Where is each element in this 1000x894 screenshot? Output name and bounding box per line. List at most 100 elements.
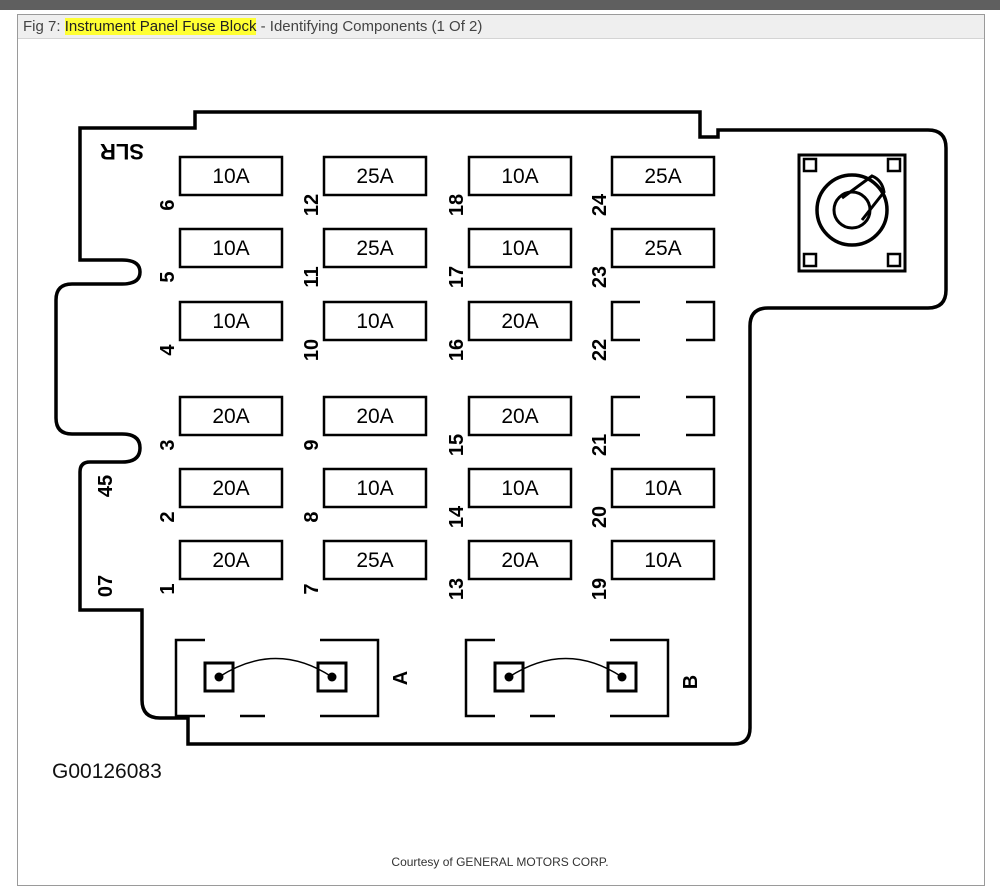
fuse-23: 25A 23 (589, 227, 716, 288)
fuse-8-number: 8 (301, 511, 323, 522)
fuse-9-number: 9 (301, 439, 323, 450)
fuse-5-number: 5 (157, 271, 179, 282)
fuse-8-rating: 10A (356, 477, 393, 500)
fuse-12: 25A 12 (301, 155, 428, 216)
fuse-17-body (467, 227, 573, 269)
fuse-14-number: 14 (446, 505, 468, 528)
fuse-23-body (610, 227, 716, 269)
figure-frame (17, 14, 985, 886)
highlighted-title[interactable]: Instrument Panel Fuse Block (64, 18, 257, 35)
fuse-20-body (610, 467, 716, 509)
fuse-6-rating: 10A (212, 165, 249, 188)
fuse-10-body (322, 300, 428, 342)
fuse-9: 20A 9 (301, 395, 428, 451)
figure-number: Fig 7: (23, 18, 61, 35)
fuse-23-rating: 25A (644, 237, 681, 260)
fuse-15-body (467, 395, 573, 437)
fuse-7-body (322, 539, 428, 581)
fuse-10-rating: 10A (356, 310, 393, 333)
fuse-8: 10A 8 (301, 467, 428, 523)
fuse-10-number: 10 (301, 339, 323, 361)
fuse-24-rating: 25A (644, 165, 681, 188)
fuse-14-rating: 10A (501, 477, 538, 500)
fuse-18: 10A 18 (446, 155, 573, 216)
fuse-13-body (467, 539, 573, 581)
fuse-15: 20A 15 (446, 395, 573, 456)
fuse-5-body (178, 227, 284, 269)
fuse-6-body (178, 155, 284, 197)
fuse-20: 10A 20 (589, 467, 716, 528)
fuse-11-body (322, 227, 428, 269)
empty-slot-21-right (686, 395, 716, 437)
fuse-1-rating: 20A (212, 549, 249, 572)
fuse-13-number: 13 (446, 578, 468, 600)
fuse-9-body (322, 395, 428, 437)
fuse-12-body (322, 155, 428, 197)
empty-slot-22-left (610, 300, 640, 342)
fuse-24-number: 24 (589, 193, 611, 216)
rotary-component (797, 153, 907, 273)
fuse-3-number: 3 (157, 439, 179, 450)
fuse-22: 22 (589, 300, 716, 361)
fuse-12-rating: 25A (356, 165, 393, 188)
fuse-18-rating: 10A (501, 165, 538, 188)
fuse-15-number: 15 (446, 434, 468, 456)
fuse-12-number: 12 (301, 194, 323, 216)
fuse-20-number: 20 (589, 506, 611, 528)
fuse-19-body (610, 539, 716, 581)
fuse-21-number: 21 (589, 434, 611, 456)
fuse-11-number: 11 (301, 266, 323, 287)
fuse-4-rating: 10A (212, 310, 249, 333)
fuse-15-rating: 20A (501, 405, 538, 428)
relay-a (174, 638, 380, 718)
fuse-13-rating: 20A (501, 549, 538, 572)
fuse-13: 20A 13 (446, 539, 573, 600)
empty-slot-22-right (686, 300, 716, 342)
fuse-1-body (178, 539, 284, 581)
fuse-18-number: 18 (446, 194, 468, 216)
fuse-20-rating: 10A (644, 477, 681, 500)
relay-a-label: A (390, 671, 412, 685)
fuse-block-outline (54, 110, 948, 746)
fuse-2-body (178, 467, 284, 509)
fuse-2: 20A 2 (157, 467, 284, 523)
fuse-14: 10A 14 (446, 467, 573, 528)
fuse-16-number: 16 (446, 339, 468, 361)
fuse-8-body (322, 467, 428, 509)
relay-b (464, 638, 670, 718)
fuse-21: 21 (589, 395, 716, 456)
courtesy-text: Courtesy of GENERAL MOTORS CORP. (391, 855, 609, 869)
fuse-1-number: 1 (157, 583, 179, 594)
fuse-24-body (610, 155, 716, 197)
fuse-9-rating: 20A (356, 405, 393, 428)
fuse-2-number: 2 (157, 511, 179, 522)
window-top-bar (0, 0, 1000, 10)
corner-text: SLR (100, 139, 144, 164)
fuse-1: 20A 1 (157, 539, 284, 595)
fuse-3-rating: 20A (212, 405, 249, 428)
caption-rest: - Identifying Components (1 Of 2) (256, 18, 483, 35)
fuse-23-number: 23 (589, 266, 611, 288)
part-number: G00126083 (52, 760, 162, 783)
empty-slot-21-left (610, 395, 640, 437)
relay-b-label: B (680, 675, 702, 689)
fuse-14-body (467, 467, 573, 509)
fuse-17-number: 17 (446, 266, 468, 288)
fuse-3-body (178, 395, 284, 437)
fuse-18-body (467, 155, 573, 197)
fuse-2-rating: 20A (212, 477, 249, 500)
fuse-3: 20A 3 (157, 395, 284, 451)
side-label-upper: 45 (95, 475, 117, 497)
fuse-10: 10A 10 (301, 300, 428, 361)
fuse-16-body (467, 300, 573, 342)
fuse-19-number: 19 (589, 578, 611, 600)
